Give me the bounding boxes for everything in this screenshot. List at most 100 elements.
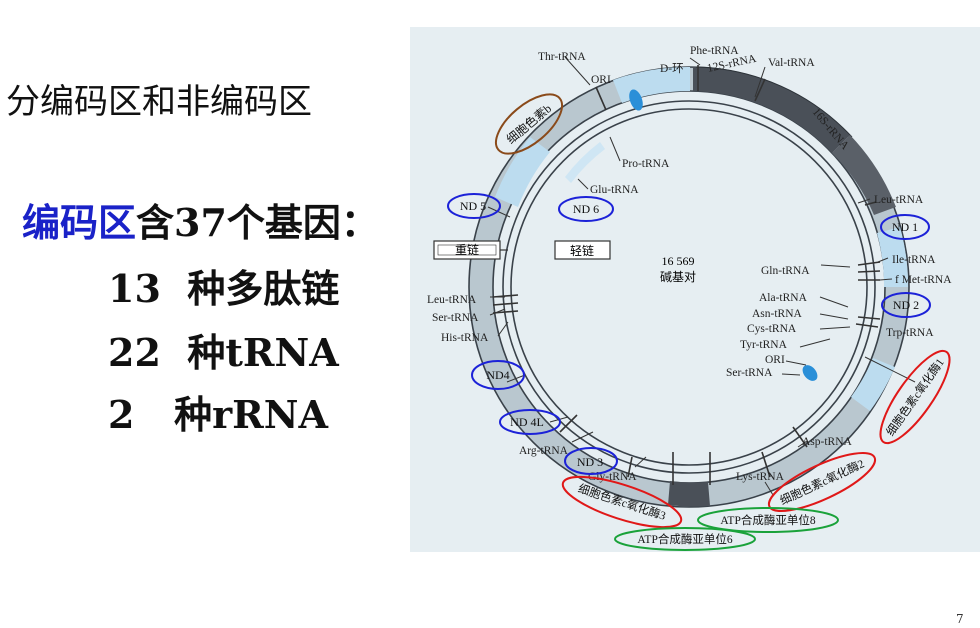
nd4l-circle: [499, 409, 561, 435]
label-arg-trna: Arg-tRNA: [519, 445, 569, 457]
blue-segment-inner: [565, 142, 605, 183]
genome-size: 16 569: [662, 254, 695, 268]
feature-labels: Thr-tRNA ORI Phe-tRNA D-环 12S-rRNA Val-t…: [427, 45, 952, 483]
leader: [689, 57, 701, 66]
blue-segment-right-lower: [851, 358, 895, 411]
nd6-circle: [558, 196, 614, 222]
label-lys-trna: Lys-tRNA: [736, 471, 785, 483]
count-rrna: 2 种rRNA: [108, 384, 328, 439]
leader: [497, 321, 509, 337]
label-glu-trna: Glu-tRNA: [590, 184, 639, 196]
label-d-loop: D-环: [660, 63, 684, 75]
heavy-strand-label: 重链: [455, 242, 479, 257]
nd3-circle: [564, 447, 618, 475]
tick: [754, 78, 766, 102]
count-text: 种rRNA: [174, 392, 328, 437]
leader: [820, 264, 851, 268]
light-strand-box: [554, 240, 611, 260]
label-ser-trna-1: Ser-tRNA: [432, 312, 479, 324]
atp6-label: ATP合成酶亚单位6: [637, 532, 732, 546]
heading-highlight: 编码区: [22, 200, 137, 245]
cox3-circle: [561, 475, 683, 529]
tick: [595, 86, 607, 111]
tick: [864, 201, 877, 206]
tick: [857, 270, 881, 273]
cox2-circle: [767, 452, 877, 512]
genome-size-unit: 碱基对: [660, 270, 696, 284]
leader: [571, 431, 594, 443]
cytb-circle: [495, 93, 563, 155]
nd3-label: ND 3: [577, 455, 603, 469]
leader: [819, 296, 849, 308]
nd2-circle: [881, 292, 931, 318]
leader: [819, 313, 849, 320]
leader: [764, 481, 774, 496]
leader: [564, 56, 591, 86]
nd4-circle: [471, 360, 525, 390]
atp6-circle: [614, 527, 756, 551]
label-ser-trna-2: Ser-tRNA: [726, 367, 773, 379]
leader: [819, 326, 851, 330]
rrna-segment-dark: [693, 67, 850, 153]
label-fmet-trna: f Met-tRNA: [895, 274, 952, 286]
count-text: 种多肽链: [187, 266, 340, 311]
label-trp-trna: Trp-tRNA: [886, 327, 934, 339]
tick: [855, 323, 879, 328]
label-thr-trna: Thr-tRNA: [538, 51, 586, 63]
rrna-segment-edge: [695, 66, 853, 138]
leader: [577, 178, 589, 190]
label-phe-trna: Phe-tRNA: [690, 45, 739, 57]
leader: [754, 66, 766, 98]
tick-marks: [492, 65, 881, 485]
label-cys-trna: Cys-tRNA: [747, 323, 797, 335]
count-polypeptide: 13 种多肽链: [108, 258, 339, 313]
atp8-label: ATP合成酶亚单位8: [720, 513, 815, 527]
leader: [609, 136, 621, 162]
nd4-label: ND4: [486, 368, 509, 382]
count-trna: 22 种tRNA: [108, 322, 339, 377]
mtdna-map-diagram: 重链 轻链 16 569 碱基对 Thr-tRNA ORI Phe-tRNA D…: [410, 27, 980, 552]
nd6-label: ND 6: [573, 202, 599, 216]
leader: [864, 356, 916, 383]
nd-gene-labels: ND 5 ND 6 ND 1 ND 2 ND4 ND 4L ND 3: [460, 199, 919, 469]
nd1-label: ND 1: [892, 220, 918, 234]
leader: [857, 198, 871, 204]
heading: 编码区含37个基因：: [22, 192, 379, 247]
light-strand-label: 轻链: [570, 243, 594, 258]
nd1-circle: [880, 214, 930, 240]
nd2-label: ND 2: [893, 298, 919, 312]
dark-segment-bottom: [668, 481, 710, 507]
light-strand-ring-outer: [502, 100, 876, 474]
tick: [792, 426, 808, 448]
nd-gene-marks: [447, 193, 931, 475]
label-asp-trna: Asp-tRNA: [802, 436, 853, 448]
label-ori-heavy: ORI: [591, 74, 611, 86]
page-number: 7: [956, 612, 964, 626]
count-number: 13: [108, 266, 161, 311]
label-asn-trna: Asn-tRNA: [752, 308, 803, 320]
label-val-trna: Val-tRNA: [768, 57, 815, 69]
label-his-trna: His-tRNA: [441, 332, 489, 344]
label-ori-light: ORI: [765, 354, 785, 366]
label-leu-trna-2: Leu-tRNA: [427, 294, 477, 306]
count-number: 2: [108, 392, 135, 437]
leader: [489, 308, 506, 316]
leader: [797, 440, 808, 448]
label-ala-trna: Ala-tRNA: [759, 292, 808, 304]
label-pro-trna: Pro-tRNA: [622, 158, 670, 170]
count-number: 22: [108, 330, 161, 375]
subtitle: 分编码区和非编码区: [6, 82, 312, 122]
leader: [785, 360, 807, 366]
tick: [857, 316, 881, 320]
label-tyr-trna: Tyr-tRNA: [740, 339, 788, 351]
tick: [559, 414, 578, 433]
tick: [492, 302, 519, 306]
count-text: 种tRNA: [187, 330, 339, 375]
tick: [627, 456, 633, 478]
label-leu-trna-1: Leu-tRNA: [874, 194, 924, 206]
leader: [634, 456, 647, 468]
tick: [857, 261, 881, 266]
nd5-label: ND 5: [460, 199, 486, 213]
nd4l-label: ND 4L: [510, 415, 544, 429]
ori-marker-light: [802, 365, 818, 381]
